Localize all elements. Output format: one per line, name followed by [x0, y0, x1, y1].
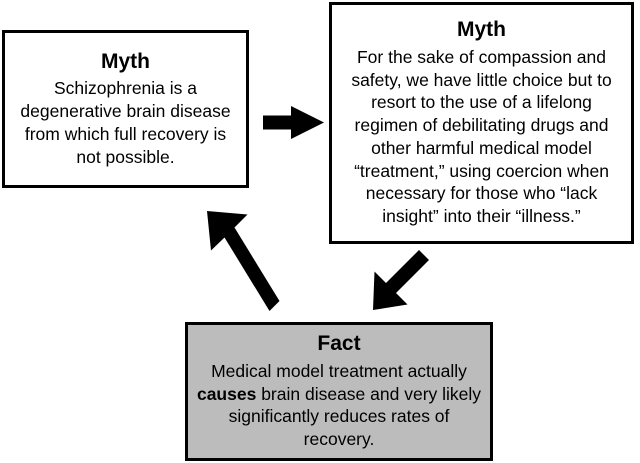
node-myth-left: Myth Schizophrenia is a degenerative bra…: [2, 30, 249, 188]
node-fact-heading: Fact: [317, 332, 361, 356]
node-myth-right-body: For the sake of compassion and safety, w…: [351, 46, 612, 227]
node-fact: Fact Medical model treatment actually ca…: [185, 322, 493, 461]
arrow-fact-to-left-myth-icon: [207, 211, 280, 311]
node-fact-body-part-2: brain disease and very likely significan…: [228, 383, 482, 450]
node-myth-left-heading: Myth: [101, 49, 150, 73]
node-fact-body: Medical model treatment actually causes …: [188, 360, 490, 451]
node-fact-body-emphasis: causes: [196, 383, 257, 404]
node-fact-body-part-1: Medical model treatment actually: [211, 360, 467, 381]
arrow-right-myth-to-fact-icon: [373, 250, 429, 310]
arrow-left-myth-to-right-myth-icon: [263, 106, 324, 139]
node-myth-right: Myth For the sake of compassion and safe…: [329, 2, 634, 244]
node-myth-left-body: Schizophrenia is a degenerative brain di…: [20, 78, 231, 167]
node-myth-right-heading: Myth: [457, 18, 506, 42]
